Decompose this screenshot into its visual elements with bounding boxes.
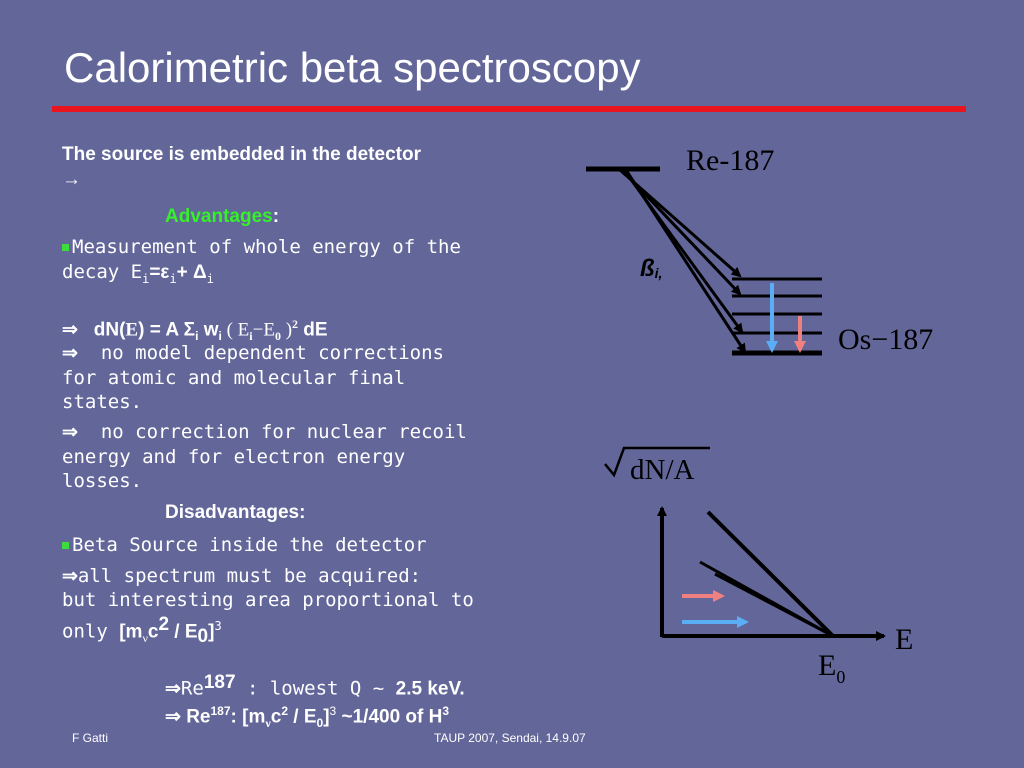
sup-2: 2 [292, 317, 299, 331]
m-bracket: [m [119, 621, 143, 643]
sub-i: i [249, 329, 253, 344]
adv2-text1: no model dependent corrections [100, 342, 444, 364]
adv3-text1: no correction for nuclear recoil [100, 421, 467, 443]
spectrum-line-3 [714, 572, 834, 638]
sup-2: 2 [281, 704, 289, 718]
re2-tail: ~1/400 of H [336, 706, 443, 728]
dis2-line3: only [mνc2 / E0]3 [62, 613, 222, 650]
sub-0: 0 [316, 716, 324, 731]
adv1-line1: Measurement of whole energy of the [62, 235, 461, 259]
sub-i: i [142, 271, 150, 286]
re2-prefix: Re [186, 706, 211, 728]
sub-i: i [206, 271, 214, 286]
dis2-line1: ⇒all spectrum must be acquired: [62, 564, 421, 589]
dis2-line2: but interesting area proportional to [62, 589, 474, 611]
adv3-line2: energy and for electron energy [62, 446, 406, 468]
nu-sub: ν [265, 716, 271, 731]
c-text: c [270, 706, 282, 728]
re-sup: 187 [203, 672, 236, 693]
advantages-label: Advantages [165, 206, 273, 227]
dis2-prefix: only [62, 620, 120, 643]
intro-line: The source is embedded in the detector [62, 143, 421, 167]
disadvantages-heading: Disadvantages: [165, 502, 305, 524]
sub-i: i [169, 271, 177, 286]
bullet-icon [62, 542, 69, 549]
dn-de: dE [298, 319, 328, 341]
re-prefix: Re [180, 677, 204, 700]
sub-i: i [218, 329, 222, 344]
sup-2: 2 [158, 614, 170, 635]
dn-prefix: dN( [93, 319, 126, 341]
bullet-icon [62, 244, 69, 251]
dn-mid: ) = A Σ [138, 319, 196, 341]
spectrum-line-main [706, 510, 835, 638]
adv1-line2: decay Ei=εi+ Δi [62, 260, 214, 291]
adv3-line3: losses. [62, 470, 143, 492]
slash-e: / E [288, 706, 317, 728]
adv2-line3: states. [62, 391, 143, 413]
footer-author: F Gatti [72, 731, 109, 745]
implies-icon: ⇒ [62, 343, 78, 364]
close-bracket: ] [208, 621, 215, 643]
advantages-colon: : [272, 206, 280, 227]
dis1-line: Beta Source inside the detector [62, 533, 427, 557]
re-line2: ⇒ Re187: [mνc2 / E0]3 ~1/400 of H3 [165, 704, 449, 731]
adv2-line2: for atomic and molecular final [62, 367, 406, 389]
beta-arrow-2 [620, 168, 742, 296]
m-bracket: [m [242, 706, 266, 728]
dn-formula-line: ⇒ dN(E) = A Σi wi ( Ei−E0 )2 dE [62, 312, 328, 348]
implies-icon: ⇒ [62, 319, 78, 341]
re-rest: : lowest Q ~ [235, 677, 396, 700]
implies-icon: ⇒ [165, 706, 181, 728]
dn-w: w [198, 319, 219, 341]
sup-3: 3 [329, 704, 337, 718]
re2-colon: : [230, 706, 243, 728]
adv3-line1: ⇒ no correction for nuclear recoil [62, 420, 467, 445]
sub-i: i [195, 329, 199, 344]
sqrt-icon [604, 446, 710, 478]
nu-sub: ν [142, 631, 148, 646]
y-axis-label: dN/A [630, 454, 695, 486]
re-value: 2.5 keV. [395, 678, 465, 700]
adv1-text1: Measurement of whole energy of the [72, 236, 461, 258]
sub-0: 0 [274, 329, 281, 344]
adv1-formula-plus: + Δ [176, 262, 207, 283]
implies-icon: ⇒ [165, 678, 181, 700]
implies-icon: ⇒ [62, 422, 78, 443]
adv1-text2: decay E [62, 261, 143, 283]
beta-label: ßi, [640, 255, 662, 282]
disadvantages-label: Disadvantages [165, 502, 300, 523]
dis1-text: Beta Source inside the detector [72, 534, 427, 556]
x-axis-label: E [895, 623, 913, 656]
title-rule [52, 106, 966, 112]
disadvantages-colon: : [299, 502, 306, 523]
implies-icon: ⇒ [62, 566, 78, 587]
slide-title: Calorimetric beta spectroscopy [64, 44, 641, 91]
dn-close: ) [280, 319, 293, 341]
intro-text: The source is embedded in the detector [62, 144, 421, 165]
h-sup: 3 [442, 704, 450, 718]
intro-arrow: → [62, 169, 81, 190]
beta-arrow-4 [624, 169, 747, 354]
adv1-formula: =ε [149, 262, 170, 283]
adv2-line1: ⇒ no model dependent corrections [62, 341, 444, 366]
re-line1: ⇒Re187 : lowest Q ~ 2.5 keV. [165, 672, 465, 700]
dn-minus: −E [252, 319, 275, 341]
sup-3: 3 [214, 619, 222, 633]
dis2-text1: all spectrum must be acquired: [77, 565, 422, 587]
re-187-label: Re-187 [686, 144, 774, 177]
dn-e: E [125, 319, 139, 341]
dn-paren: ( E [221, 319, 250, 341]
os-187-label: Os−187 [838, 323, 933, 356]
c-text: c [147, 621, 159, 643]
slash-e: / E [169, 621, 198, 643]
footer-event: TAUP 2007, Sendai, 14.9.07 [434, 731, 586, 745]
advantages-heading: Advantages: [165, 206, 279, 228]
sub-0: 0 [197, 626, 209, 648]
e0-label: E0 [818, 649, 845, 687]
re2-sup: 187 [210, 704, 231, 718]
close-bracket: ] [323, 706, 330, 728]
